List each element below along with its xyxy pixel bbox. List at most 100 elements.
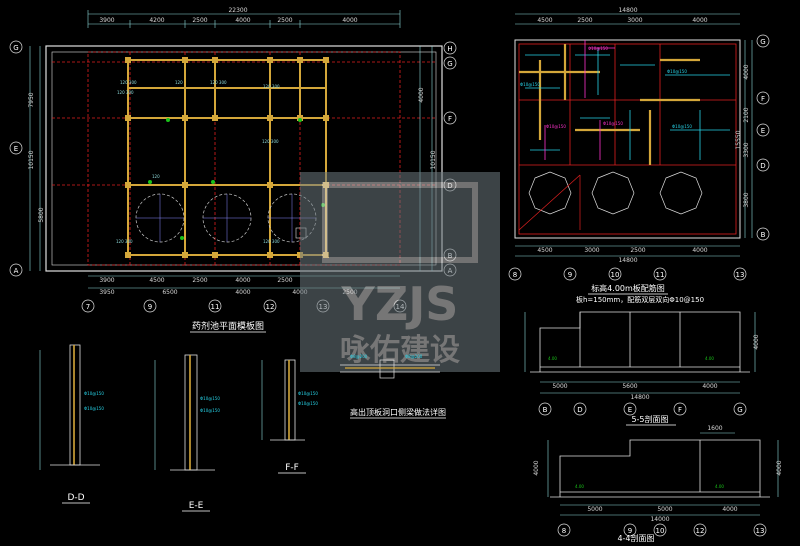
watermark: YZJS 咏佑建设	[300, 172, 500, 372]
svg-text:4.00: 4.00	[548, 356, 557, 361]
svg-text:4.00: 4.00	[575, 484, 584, 489]
plan-left-dim: 7950	[28, 92, 35, 107]
grid-bubble-right: H	[447, 45, 452, 53]
sec44-top-dim: 1600	[707, 425, 722, 432]
slab-grid-right: F	[761, 95, 765, 103]
slab-top-dim: 3000	[627, 17, 642, 24]
slab-grid-bottom: 13	[736, 271, 745, 279]
sec55-grid: G	[737, 406, 742, 414]
sec44-grid: 9	[628, 527, 632, 535]
svg-text:Φ10@150: Φ10@150	[298, 391, 318, 396]
plan-top-dim: 2500	[277, 17, 292, 24]
slab-grid-right: B	[761, 231, 766, 239]
sec44-grid: 10	[656, 527, 665, 535]
svg-text:Φ8@200: Φ8@200	[350, 354, 368, 359]
plan-view: 22300 3900 4200 2500 4000 2500 4000	[9, 7, 457, 333]
slab-plan: 14800 4500 2500 3000 4000	[508, 7, 770, 304]
svg-text:Φ10@150: Φ10@150	[603, 121, 623, 126]
sec55-dim: 5000	[552, 383, 567, 390]
sec44-grid: 13	[756, 527, 765, 535]
svg-text:120 300: 120 300	[263, 84, 280, 89]
sec44-dim: 5000	[587, 506, 602, 513]
grid-bubble-bottom: 12	[266, 303, 275, 311]
slab-bottom-total: 14800	[618, 257, 637, 264]
plan-bottom-dim: 6500	[162, 289, 177, 296]
slab-top-dim: 2500	[577, 17, 592, 24]
plan-top-dim: 2500	[192, 17, 207, 24]
svg-text:Φ10@150: Φ10@150	[298, 401, 318, 406]
grid-bubble-bottom: 11	[211, 303, 220, 311]
slab-right-dim: 2100	[743, 107, 750, 122]
plan-left-dim: 5800	[38, 207, 45, 222]
plan-right-dim: 4000	[418, 87, 425, 102]
sec44-dim: 5000	[657, 506, 672, 513]
slab-bottom-dim: 4500	[537, 247, 552, 254]
beam-detail-title: 高出顶板洞口侧梁做法详图	[350, 407, 446, 417]
plan-right-dim: 10150	[430, 150, 437, 169]
plan-bottom-dim: 2500	[277, 277, 292, 284]
section-label: F-F	[285, 463, 299, 473]
plan-left-dim: 10150	[28, 150, 35, 169]
slab-bottom-dim: 4000	[692, 247, 707, 254]
grid-bubble-left: G	[13, 44, 18, 52]
slab-note: 板h=150mm，配筋双层双向Φ10@150	[576, 295, 704, 304]
plan-top-dim: 3900	[99, 17, 114, 24]
svg-text:Φ10@150: Φ10@150	[84, 391, 104, 396]
sec44-total: 14000	[650, 516, 669, 523]
slab-grid-bottom: 11	[656, 271, 665, 279]
grid-bubble-bottom: 9	[148, 303, 152, 311]
svg-text:120: 120	[152, 174, 160, 179]
slab-title: 标高4.00m板配筋图	[591, 283, 665, 293]
sec55-dim: 5600	[622, 383, 637, 390]
sec55-height: 4000	[753, 334, 760, 349]
svg-text:120 300: 120 300	[262, 139, 279, 144]
sec55-grid: F	[678, 406, 682, 414]
slab-bottom-dim: 2500	[630, 247, 645, 254]
sec44-grid: 8	[562, 527, 566, 535]
sec55-grid: E	[628, 406, 632, 414]
svg-text:Φ10@150: Φ10@150	[84, 406, 104, 411]
sec55-dim: 4000	[702, 383, 717, 390]
sec44-height: 4000	[533, 460, 540, 475]
plan-top-total: 22300	[228, 7, 247, 14]
plan-bottom-dim: 4000	[235, 277, 250, 284]
grid-bubble-bottom: 7	[86, 303, 90, 311]
slab-grid-right: D	[760, 162, 765, 170]
svg-text:4.00: 4.00	[715, 484, 724, 489]
svg-text:Φ10@150: Φ10@150	[672, 124, 692, 129]
grid-bubble-left: A	[14, 267, 19, 275]
slab-bottom-dim: 3000	[584, 247, 599, 254]
sec55-title: 5-5剖面图	[631, 414, 668, 424]
slab-right-total: 15550	[735, 130, 742, 149]
slab-right-dim: 3300	[743, 142, 750, 157]
plan-bottom-dim: 3950	[99, 289, 114, 296]
svg-text:4.00: 4.00	[705, 356, 714, 361]
svg-text:Φ10@150: Φ10@150	[588, 46, 608, 51]
sec44-grid: 12	[696, 527, 705, 535]
section-label: E-E	[189, 501, 204, 511]
plan-bottom-dim: 4000	[235, 289, 250, 296]
grid-bubble-left: E	[14, 145, 18, 153]
svg-text:120 300: 120 300	[116, 239, 133, 244]
svg-text:120 300: 120 300	[263, 239, 280, 244]
grid-bubble-right: F	[448, 115, 452, 123]
grid-bubble-right: G	[447, 60, 452, 68]
svg-text:120 300: 120 300	[120, 80, 137, 85]
slab-right-dim: 4000	[743, 64, 750, 79]
plan-title: 药剂池平面模板图	[192, 320, 264, 332]
plan-bottom-dim: 2500	[192, 277, 207, 284]
section-label: D-D	[67, 493, 84, 503]
slab-grid-right: E	[761, 127, 765, 135]
svg-text:120 300: 120 300	[117, 90, 134, 95]
sec55-total: 14800	[630, 394, 649, 401]
plan-top-dim: 4200	[149, 17, 164, 24]
sec55-grid: D	[577, 406, 582, 414]
plan-top-dim: 4000	[235, 17, 250, 24]
sec44-dim: 4000	[722, 506, 737, 513]
